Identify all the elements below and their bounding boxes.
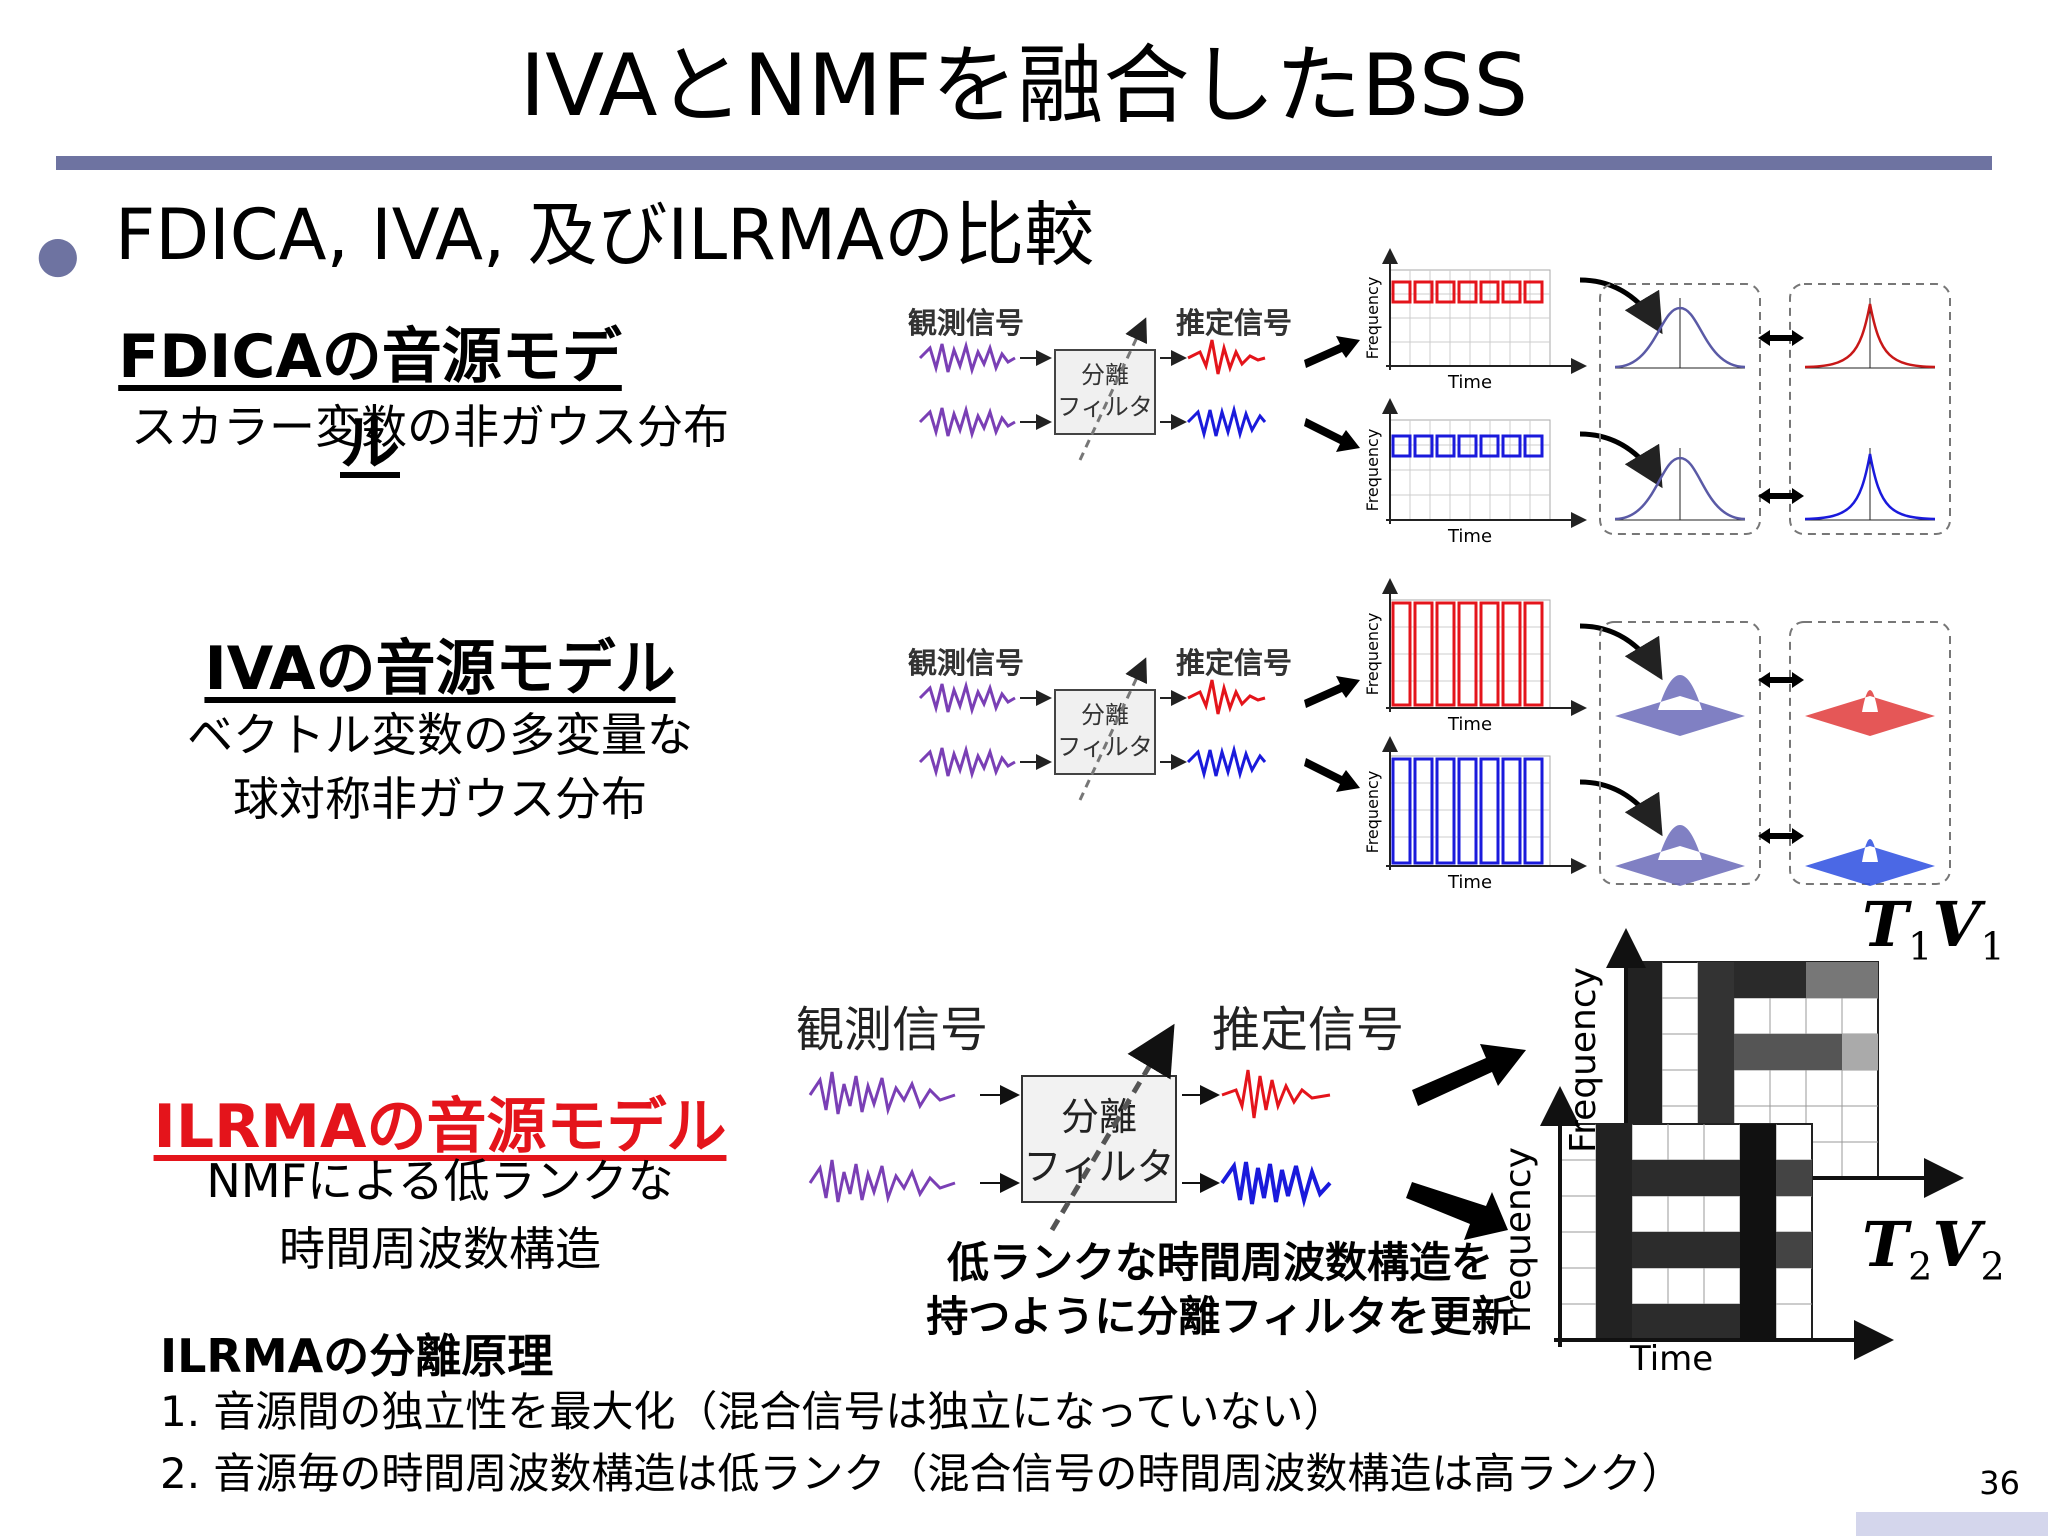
iva-spectrogram-1: Time Frequency bbox=[1363, 578, 1587, 735]
ilrma-model-desc-line2: 時間周波数構造 bbox=[279, 1222, 601, 1276]
iva-time-axis-1: Time bbox=[1447, 714, 1492, 735]
fdica-estimated-wave-2 bbox=[1186, 404, 1267, 440]
slide-title: IVAとNMFを融合したBSS bbox=[519, 36, 1529, 136]
fdica-arrow-1-icon bbox=[1304, 336, 1360, 368]
ilrma-model-heading: ILRMAの音源モデル bbox=[153, 1092, 727, 1162]
iva-time-axis-2: Time bbox=[1447, 872, 1492, 893]
iva-laplace-surface-blue bbox=[1805, 839, 1935, 886]
iva-observed-label: 観測信号 bbox=[908, 646, 1025, 680]
ilrma-freq-axis-front: Frequency bbox=[1498, 1147, 1539, 1333]
iva-spectrogram-2: Time Frequency bbox=[1363, 736, 1587, 893]
fdica-prior-box-gauss bbox=[1599, 283, 1761, 535]
corner-accent-bar bbox=[1856, 1512, 2048, 1536]
iva-prior-box-sparse bbox=[1789, 621, 1951, 885]
iva-estimated-label: 推定信号 bbox=[1176, 646, 1293, 680]
ilrma-observed-wave-2 bbox=[808, 1159, 956, 1204]
fdica-gauss-curve-2 bbox=[1614, 448, 1746, 521]
ilrma-time-axis: Time bbox=[1629, 1339, 1713, 1379]
principle-item-1: 1. 音源間の独立性を最大化（混合信号は独立になっていない） bbox=[160, 1387, 1346, 1436]
page-number: 36 bbox=[1979, 1464, 2020, 1502]
iva-laplace-surface-red bbox=[1805, 690, 1935, 736]
ilrma-observed-label: 観測信号 bbox=[796, 1002, 989, 1058]
iva-gauss-surface-1 bbox=[1615, 675, 1745, 736]
fdica-spectrogram-1: Time Frequency bbox=[1363, 248, 1587, 393]
ilrma-freq-axis-back: Frequency bbox=[1563, 967, 1604, 1153]
fdica-observed-label: 観測信号 bbox=[908, 306, 1025, 340]
ilrma-diagram: 分離 フィルタ Time Frequency Frequency bbox=[808, 928, 1964, 1379]
iva-model-desc-line1: ベクトル変数の多変量な bbox=[187, 708, 693, 762]
iva-filter-line1: 分離 bbox=[1081, 701, 1129, 729]
bullet-text: FDICA, IVA, 及びILRMAの比較 bbox=[115, 194, 1095, 276]
fdica-spectrogram-2: Time Frequency bbox=[1363, 398, 1587, 547]
iva-model-heading: IVAの音源モデル bbox=[204, 634, 676, 704]
fdica-double-arrow-1-icon bbox=[1758, 330, 1804, 346]
iva-model-desc-line2: 球対称非ガウス分布 bbox=[233, 772, 647, 826]
title-rule bbox=[56, 156, 1992, 170]
iva-freq-axis-1: Frequency bbox=[1363, 613, 1382, 696]
fdica-model-heading: FDICAの音源モデル bbox=[118, 322, 622, 479]
bullet-dot-icon: ● bbox=[36, 225, 80, 283]
principle-item-2: 2. 音源毎の時間周波数構造は低ランク（混合信号の時間周波数構造は高ランク） bbox=[160, 1449, 1684, 1498]
t1v1-label: T1V1 bbox=[1862, 888, 2005, 969]
fdica-time-axis-1: Time bbox=[1447, 372, 1492, 393]
principle-heading: ILRMAの分離原理 bbox=[160, 1329, 554, 1383]
ilrma-matrix-back bbox=[1606, 928, 1964, 1198]
fdica-prior-box-sparse bbox=[1789, 283, 1951, 535]
iva-filter-box bbox=[1054, 689, 1156, 775]
fdica-laplace-curve-blue bbox=[1804, 448, 1936, 521]
iva-gauss-surface-2 bbox=[1615, 825, 1745, 886]
ilrma-estimated-label: 推定信号 bbox=[1212, 1002, 1405, 1058]
fdica-estimated-wave-1 bbox=[1187, 339, 1266, 375]
fdica-model-desc: スカラー変数の非ガウス分布 bbox=[131, 400, 729, 454]
iva-observed-wave-1 bbox=[918, 680, 1016, 716]
fdica-double-arrow-2-icon bbox=[1758, 488, 1804, 504]
fdica-time-axis-2: Time bbox=[1447, 526, 1492, 547]
fdica-filter-line1: 分離 bbox=[1081, 361, 1129, 389]
ilrma-matrix-front bbox=[1540, 1086, 1894, 1360]
t2v2-label: T2V2 bbox=[1862, 1208, 2005, 1289]
fdica-observed-wave-1 bbox=[918, 340, 1016, 376]
ilrma-model-desc-line1: NMFによる低ランクな bbox=[206, 1154, 674, 1208]
iva-estimated-wave-1 bbox=[1187, 679, 1266, 715]
iva-double-arrow-2-icon bbox=[1758, 828, 1804, 844]
ilrma-estimated-wave-2 bbox=[1220, 1160, 1332, 1208]
iva-observed-wave-2 bbox=[918, 744, 1016, 780]
iva-estimated-wave-2 bbox=[1186, 744, 1267, 780]
iva-arrow-1-icon bbox=[1304, 676, 1360, 708]
fdica-observed-wave-2 bbox=[918, 404, 1016, 440]
ilrma-estimated-wave-1 bbox=[1221, 1069, 1331, 1119]
iva-diagram: 分離 フィルタ Time Frequency Time Frequency bbox=[918, 578, 1951, 893]
fdica-diagram: 分離 フィルタ Time Frequency Time Frequency bbox=[918, 248, 1951, 547]
iva-prior-box-gauss bbox=[1599, 621, 1761, 885]
fdica-gauss-curve-1 bbox=[1614, 298, 1746, 369]
fdica-filter-box bbox=[1054, 349, 1156, 435]
ilrma-filter-box bbox=[1021, 1075, 1177, 1203]
fdica-estimated-label: 推定信号 bbox=[1176, 306, 1293, 340]
ilrma-note-line2: 持つように分離フィルタを更新 bbox=[926, 1292, 1514, 1341]
ilrma-observed-wave-1 bbox=[808, 1071, 956, 1116]
fdica-laplace-curve-red bbox=[1804, 298, 1936, 369]
fdica-freq-axis-2: Frequency bbox=[1363, 429, 1382, 512]
fdica-arrow-2-icon bbox=[1304, 418, 1360, 452]
ilrma-arrow-1-icon bbox=[1412, 1044, 1526, 1106]
fdica-freq-axis-1: Frequency bbox=[1363, 277, 1382, 360]
iva-arrow-2-icon bbox=[1304, 758, 1360, 792]
ilrma-note-line1: 低ランクな時間周波数構造を bbox=[946, 1238, 1493, 1287]
iva-freq-axis-2: Frequency bbox=[1363, 771, 1382, 854]
ilrma-arrow-2-icon bbox=[1406, 1182, 1508, 1240]
ilrma-filter-line1: 分離 bbox=[1061, 1095, 1137, 1139]
iva-double-arrow-1-icon bbox=[1758, 672, 1804, 688]
